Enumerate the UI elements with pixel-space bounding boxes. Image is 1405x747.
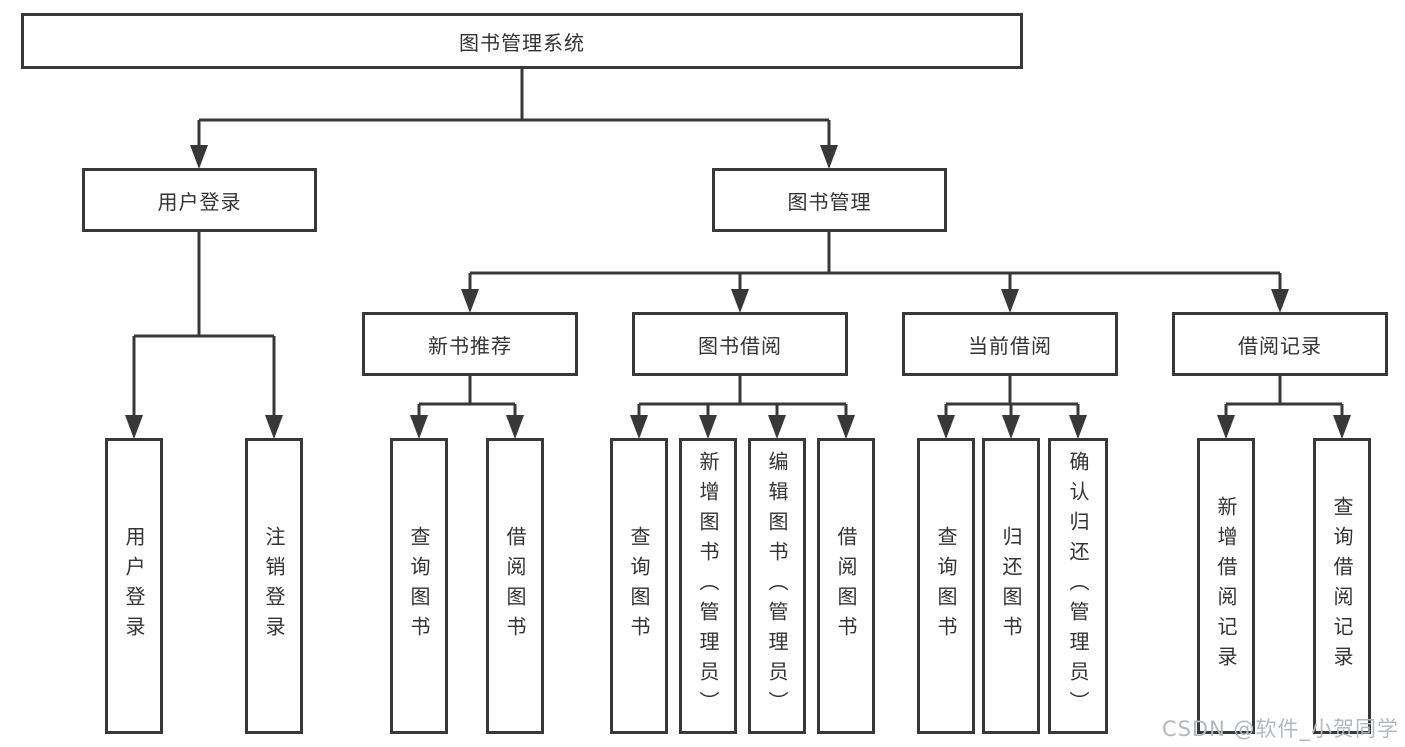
leaf-query-borrow-record: 查询借阅记录 (1313, 438, 1371, 734)
leaf-logout: 注销登录 (245, 438, 303, 734)
node-book-borrowing: 图书借阅 (632, 312, 848, 376)
leaf-edit-book-admin: 编辑图书（管理员） (748, 438, 806, 734)
leaf-recommend-borrow-books: 借阅图书 (486, 438, 544, 734)
node-current-borrowing: 当前借阅 (902, 312, 1118, 376)
leaf-user-login: 用户登录 (105, 438, 163, 734)
leaf-current-query-books: 查询图书 (917, 438, 975, 734)
leaf-return-books: 归还图书 (982, 438, 1040, 734)
leaf-borrowing-query-books: 查询图书 (610, 438, 668, 734)
leaf-add-book-admin: 新增图书（管理员） (679, 438, 737, 734)
leaf-add-borrow-record: 新增借阅记录 (1197, 438, 1255, 734)
leaf-recommend-query-books: 查询图书 (390, 438, 448, 734)
node-borrowing-records: 借阅记录 (1172, 312, 1388, 376)
node-book-management: 图书管理 (712, 168, 947, 232)
node-user-login: 用户登录 (82, 168, 317, 232)
leaf-borrowing-borrow-books: 借阅图书 (817, 438, 875, 734)
node-new-book-recommendation: 新书推荐 (362, 312, 578, 376)
watermark: CSDN @软件_小贺同学 (1161, 717, 1399, 741)
node-library-system: 图书管理系统 (21, 13, 1023, 69)
leaf-confirm-return-admin: 确认归还（管理员） (1048, 438, 1108, 734)
